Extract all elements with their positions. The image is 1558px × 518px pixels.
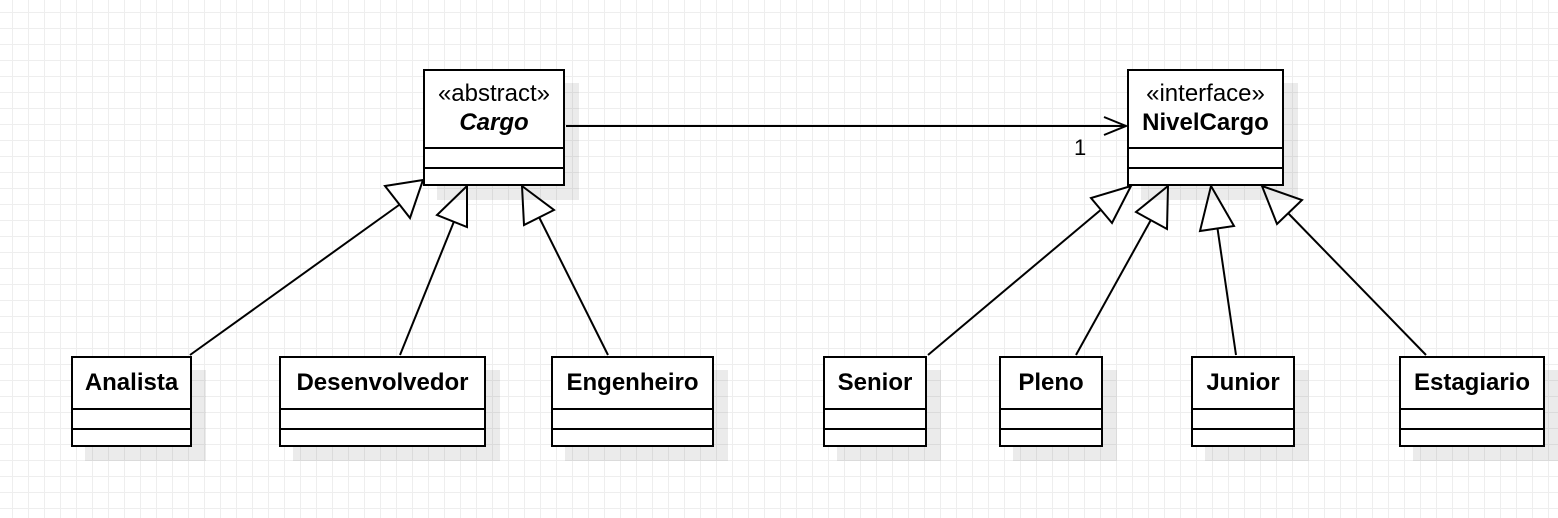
class-name: Analista: [84, 369, 179, 396]
class-cargo[interactable]: «abstract» Cargo: [423, 69, 565, 186]
class-name: Engenheiro: [566, 369, 699, 396]
generalization-line-junior[interactable]: [1216, 224, 1237, 356]
generalization-line-engenheiro[interactable]: [538, 216, 609, 356]
class-pleno[interactable]: Pleno: [999, 356, 1103, 447]
class-engenheiro[interactable]: Engenheiro: [551, 356, 714, 447]
stereotype-label: «interface»: [1146, 80, 1265, 107]
class-nivelcargo[interactable]: «interface» NivelCargo: [1127, 69, 1284, 186]
class-name: Desenvolvedor: [296, 369, 469, 396]
hollow-triangle-icon: [1260, 184, 1304, 226]
class-name: Cargo: [459, 109, 529, 136]
stereotype-label: «abstract»: [437, 80, 551, 107]
attributes-compartment[interactable]: [825, 410, 925, 430]
attributes-compartment[interactable]: [73, 410, 190, 430]
class-name: Estagiario: [1413, 369, 1531, 396]
class-desenvolvedor[interactable]: Desenvolvedor: [279, 356, 486, 447]
attributes-compartment[interactable]: [1129, 149, 1282, 169]
class-junior[interactable]: Junior: [1191, 356, 1295, 447]
attributes-compartment[interactable]: [1001, 410, 1101, 430]
hollow-triangle-icon: [1134, 183, 1170, 231]
attributes-compartment[interactable]: [425, 149, 563, 169]
class-name: NivelCargo: [1142, 109, 1269, 136]
class-name: Junior: [1206, 369, 1280, 396]
generalization-line-desenvolvedor[interactable]: [399, 218, 456, 356]
attributes-compartment[interactable]: [553, 410, 712, 430]
generalization-line-estagiario[interactable]: [1286, 211, 1427, 356]
class-analista[interactable]: Analista: [71, 356, 192, 447]
generalization-line-senior[interactable]: [927, 207, 1104, 356]
hollow-triangle-icon: [435, 183, 468, 229]
hollow-triangle-icon: [520, 183, 556, 227]
hollow-triangle-icon: [1198, 183, 1236, 233]
generalization-line-analista[interactable]: [189, 204, 400, 356]
class-name: Pleno: [1018, 369, 1084, 396]
open-arrowhead-icon: [1103, 116, 1129, 136]
class-senior[interactable]: Senior: [823, 356, 927, 447]
class-name: Senior: [837, 369, 913, 396]
class-estagiario[interactable]: Estagiario: [1399, 356, 1545, 447]
attributes-compartment[interactable]: [281, 410, 484, 430]
attributes-compartment[interactable]: [1401, 410, 1543, 430]
generalization-line-pleno[interactable]: [1075, 217, 1153, 356]
multiplicity-label: 1: [1074, 135, 1087, 160]
attributes-compartment[interactable]: [1193, 410, 1293, 430]
hollow-triangle-icon: [383, 178, 425, 221]
hollow-triangle-icon: [1089, 184, 1133, 225]
